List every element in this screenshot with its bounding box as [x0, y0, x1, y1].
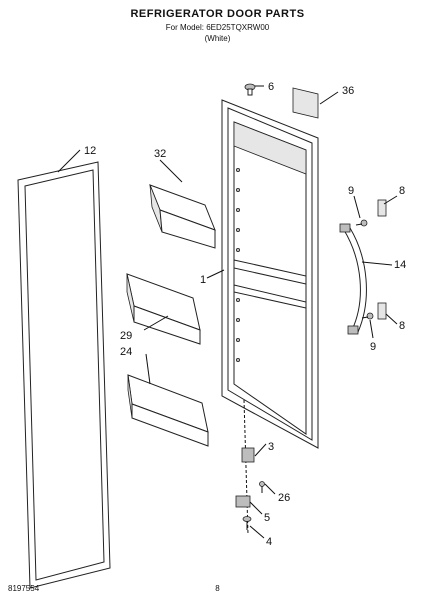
callout-9-upper: 9 [348, 185, 354, 197]
hinge-screw [242, 516, 252, 530]
shelf-mount-holes [235, 167, 240, 362]
callout-5: 5 [264, 512, 270, 524]
handle-screw-upper [355, 219, 368, 227]
door-screw [244, 83, 256, 96]
callout-8-upper: 8 [399, 185, 405, 197]
callout-24: 24 [120, 346, 132, 358]
door-liner [221, 99, 319, 449]
handle-screw-lower [361, 312, 374, 320]
callout-6: 6 [268, 81, 274, 93]
lower-door-bin [127, 374, 209, 447]
door-label [292, 87, 319, 119]
dairy-compartment-door [149, 184, 216, 249]
document-number: 8197554 [8, 584, 40, 593]
lower-hinge [235, 495, 251, 508]
page-number: 8 [215, 584, 220, 593]
door-gasket [17, 161, 111, 589]
callout-12: 12 [84, 145, 96, 157]
callout-36: 36 [342, 85, 354, 97]
callout-32: 32 [154, 148, 166, 160]
door-bin [126, 273, 201, 345]
callout-26: 26 [278, 492, 290, 504]
callout-4: 4 [266, 536, 272, 548]
hinge-pin [259, 481, 265, 493]
door-handle [339, 223, 367, 335]
callout-9-lower: 9 [370, 341, 376, 353]
callout-1: 1 [200, 274, 206, 286]
callout-29: 29 [120, 330, 132, 342]
handle-trim-cap-upper [377, 199, 387, 217]
handle-trim-cap-lower [377, 302, 387, 320]
model-number: For Model: 6ED25TQXRW00 [165, 23, 270, 32]
hinge-bushing [241, 447, 255, 463]
callout-3: 3 [268, 441, 274, 453]
callout-8-lower: 8 [399, 320, 405, 332]
callout-14: 14 [394, 259, 406, 271]
page-title: REFRIGERATOR DOOR PARTS [130, 8, 305, 20]
color-variant: (White) [204, 34, 231, 43]
